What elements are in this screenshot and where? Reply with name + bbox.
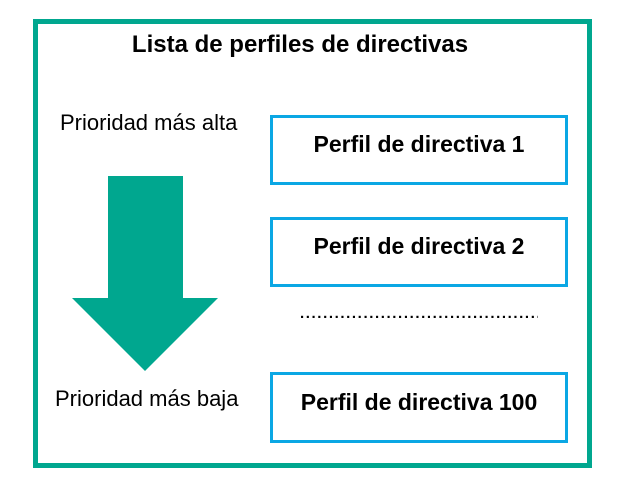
policy-profile-box-2: Perfil de directiva 2: [270, 217, 568, 287]
priority-highest-label: Prioridad más alta: [60, 110, 238, 135]
policy-profile-label-100: Perfil de directiva 100: [300, 388, 538, 415]
diagram-title: Lista de perfiles de directivas: [131, 31, 469, 58]
policy-profile-box-1: Perfil de directiva 1: [270, 115, 568, 185]
policy-profile-box-100: Perfil de directiva 100: [270, 372, 568, 443]
policy-profile-label-2: Perfil de directiva 2: [313, 233, 525, 259]
priority-down-arrow-icon: [72, 176, 218, 371]
policy-profile-label-1: Perfil de directiva 1: [313, 131, 525, 157]
ellipsis-dots: ........................................…: [300, 306, 538, 322]
priority-lowest-label: Prioridad más baja: [55, 386, 239, 411]
